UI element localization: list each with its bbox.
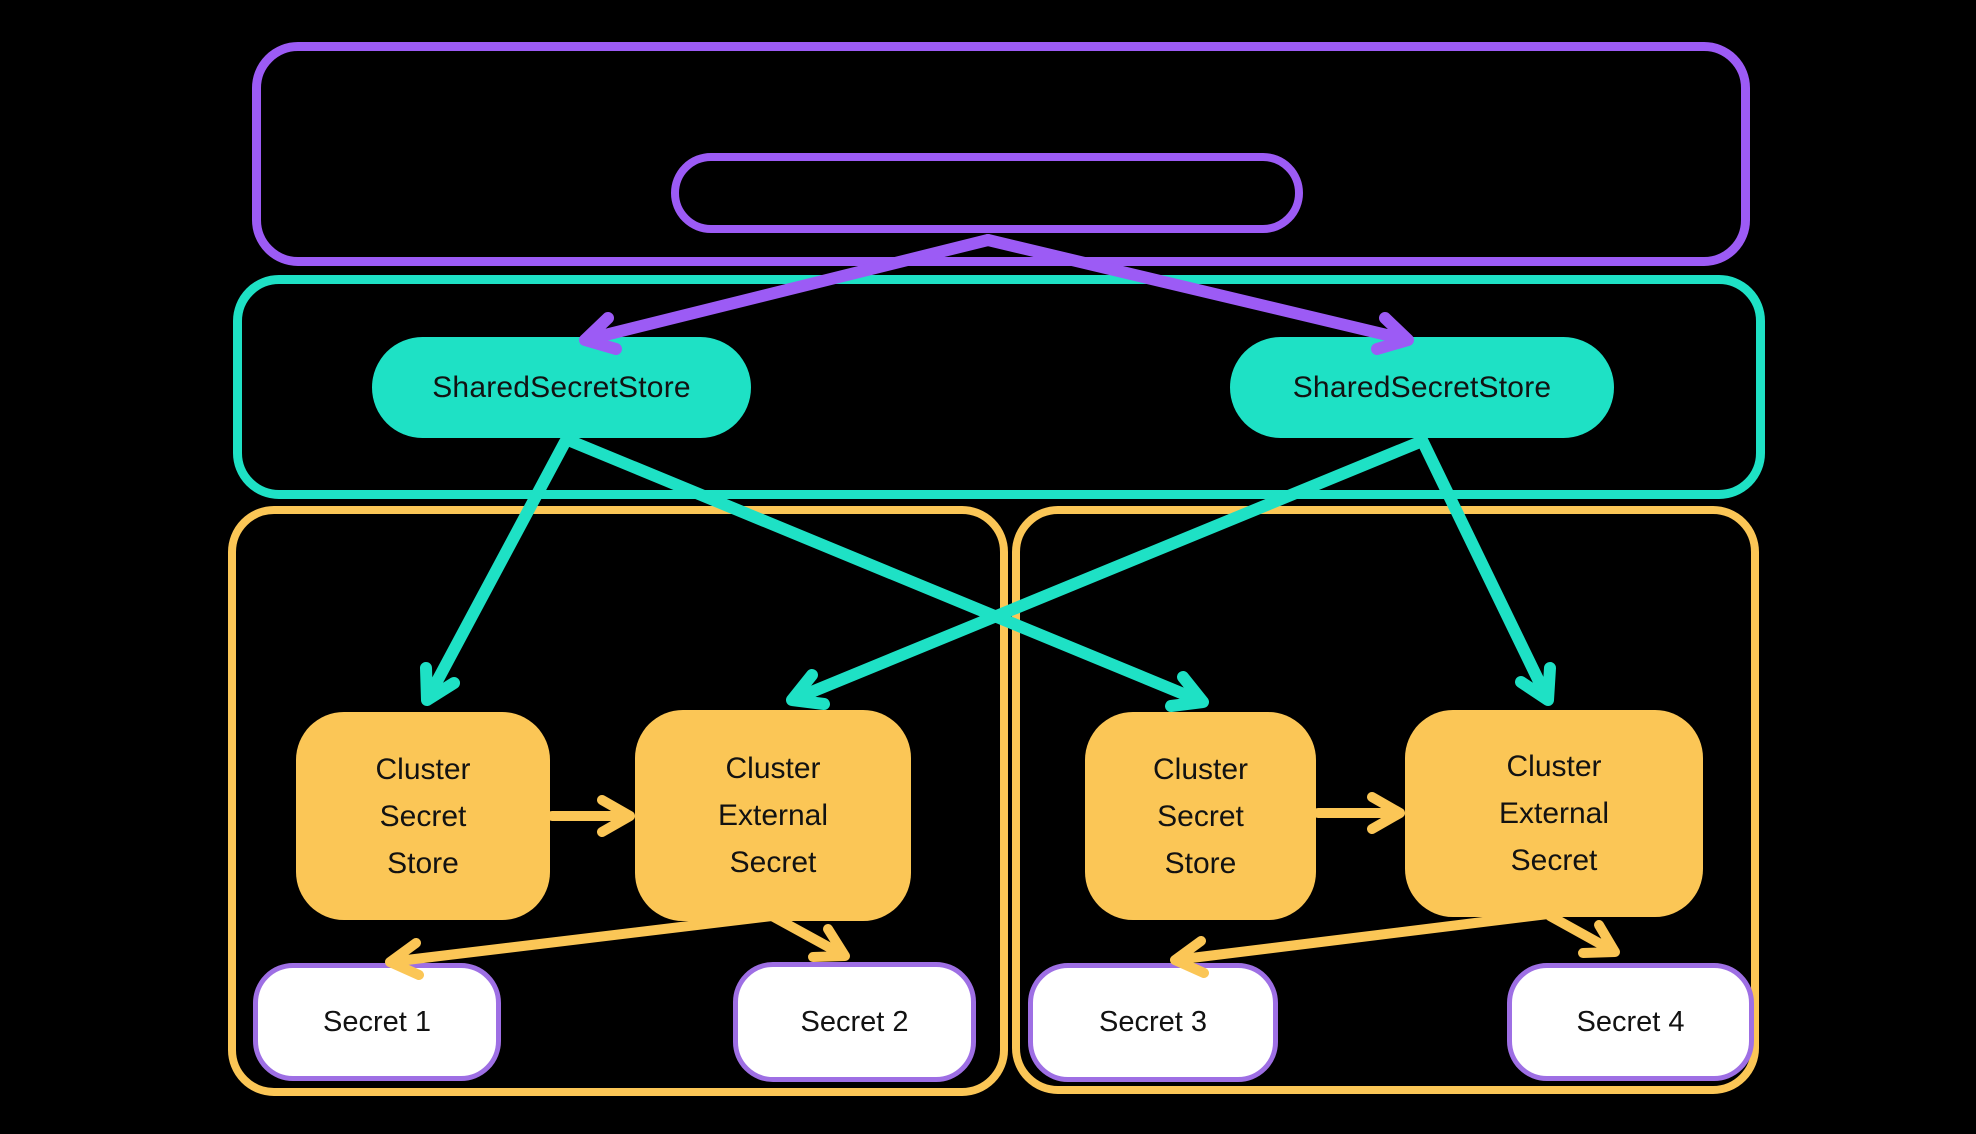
secret-4-label: Secret 4 [1576,1005,1685,1038]
cluster-external-secret-left: Cluster External Secret [635,710,911,921]
shared-secret-store-right: SharedSecretStore [1230,337,1614,438]
cluster-external-secret-right: Cluster External Secret [1405,710,1703,917]
secret-3: Secret 3 [1028,963,1278,1082]
cluster-secret-store-left: Cluster Secret Store [296,712,550,920]
shared-secret-store-right-label: SharedSecretStore [1292,370,1552,404]
shared-secret-store-left: SharedSecretStore [372,337,751,438]
secret-1-label: Secret 1 [323,1005,431,1038]
inner-purple-pill [671,153,1303,233]
secret-2: Secret 2 [733,962,976,1082]
cluster-secret-store-left-label: Cluster Secret Store [375,752,471,880]
secret-4: Secret 4 [1507,963,1754,1081]
secret-3-label: Secret 3 [1099,1006,1207,1038]
cluster-external-secret-right-label: Cluster External Secret [1498,750,1610,877]
secret-1: Secret 1 [253,963,501,1081]
cluster-external-secret-left-label: Cluster External Secret [717,752,829,879]
secret-2-label: Secret 2 [800,1005,909,1038]
cluster-secret-store-right-label: Cluster Secret Store [1152,752,1249,880]
shared-secret-store-left-label: SharedSecretStore [432,370,691,404]
cluster-secret-store-right: Cluster Secret Store [1085,712,1316,920]
